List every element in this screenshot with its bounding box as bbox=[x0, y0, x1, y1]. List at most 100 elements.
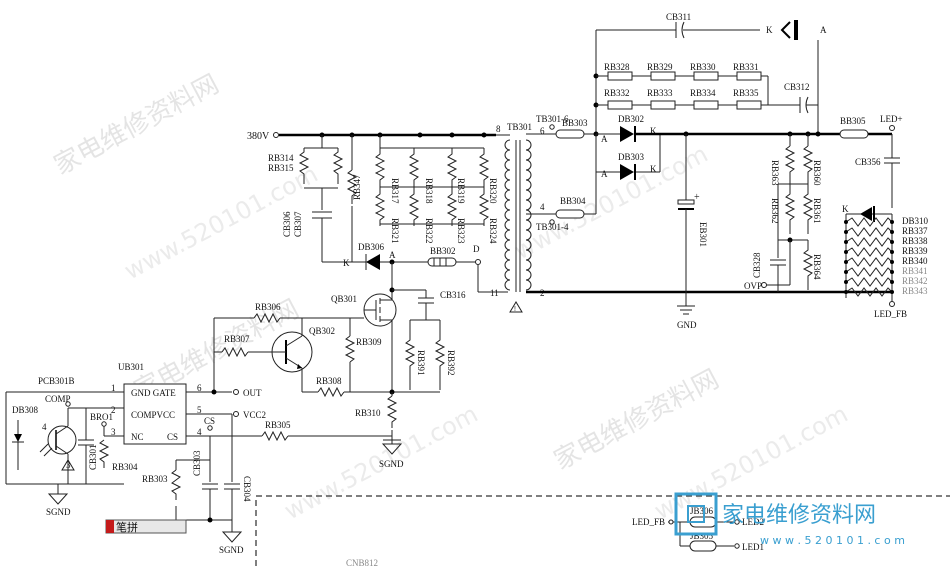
rb329-label: RB329 bbox=[647, 62, 673, 72]
net-vcc2-label: VCC2 bbox=[243, 410, 266, 420]
rb331-label: RB331 bbox=[733, 62, 759, 72]
resistor-rb314-rb315: RB314 RB315 bbox=[268, 135, 344, 210]
db306-a-label: A bbox=[389, 250, 396, 260]
cb311-k-label: K bbox=[766, 25, 773, 35]
bead-bb304: BB304 bbox=[555, 196, 596, 219]
ub301-pin1: 1 bbox=[111, 383, 116, 393]
pcb301b-label: PCB301B bbox=[38, 376, 75, 386]
ub301-pin-gnd-gate: GND GATE bbox=[131, 388, 176, 398]
rb310-label: RB310 bbox=[355, 408, 381, 418]
rb360-label: RB360 bbox=[812, 160, 822, 186]
ub301-pin2: 2 bbox=[111, 405, 116, 415]
led-fb-network: K LED_FB DB310RB337RB338RB339RB340RB341R… bbox=[842, 204, 929, 319]
watermark-cn-3: 家电维修资料网 bbox=[549, 364, 724, 476]
sgnd-label-2: SGND bbox=[379, 459, 404, 469]
qb302-label: QB302 bbox=[309, 326, 335, 336]
led-fb2-label: LED_FB bbox=[632, 517, 665, 527]
tb301-pin8: 8 bbox=[496, 124, 501, 134]
led-string-label: RB342 bbox=[902, 276, 928, 286]
ovp-label: OVP bbox=[744, 281, 762, 291]
led-string-label: RB343 bbox=[902, 286, 928, 296]
cb303-label: CB303 bbox=[192, 450, 202, 476]
ime-text: 笔拼 bbox=[116, 520, 138, 534]
rb333-label: RB333 bbox=[647, 88, 673, 98]
rb323-label: RB323 bbox=[456, 218, 466, 244]
rb317-label: RB317 bbox=[390, 178, 400, 204]
led-string-label: RB340 bbox=[902, 256, 928, 266]
rb332-label: RB332 bbox=[604, 88, 630, 98]
bead-bb302: BB302 D bbox=[427, 244, 508, 293]
ub301-label: UB301 bbox=[118, 362, 144, 372]
ic-ub301: UB301 GND GATE COMPVCC NC CS 1 2 3 6 5 4… bbox=[111, 362, 392, 445]
junction-dot bbox=[417, 132, 423, 138]
cb328-label: CB328 bbox=[752, 252, 762, 278]
tb301-6-label: TB301-6 bbox=[536, 114, 569, 124]
svg-text:+: + bbox=[694, 192, 700, 203]
rb324-label: RB324 bbox=[488, 218, 498, 244]
bb305-label: BB305 bbox=[840, 116, 866, 126]
led1-label: LED1 bbox=[742, 542, 764, 552]
db306-label: DB306 bbox=[358, 242, 385, 252]
sgnd-label-3: SGND bbox=[219, 545, 244, 555]
watermark-cn-1: 家电维修资料网 bbox=[49, 69, 224, 181]
bb304-label: BB304 bbox=[560, 196, 586, 206]
rb319-label: RB319 bbox=[456, 178, 466, 204]
junction-dot bbox=[449, 132, 455, 138]
net-comp-label: COMP bbox=[45, 394, 71, 404]
rb315-label: RB315 bbox=[268, 163, 294, 173]
led-string-label: RB338 bbox=[902, 236, 928, 246]
net-d-label: D bbox=[473, 244, 480, 254]
rb308-label: RB308 bbox=[316, 376, 342, 386]
bb303-label: BB303 bbox=[562, 118, 588, 128]
bead-bb303: BB303 bbox=[555, 118, 596, 139]
mosfet-qb301: QB301 bbox=[331, 262, 397, 392]
gnd-label: GND bbox=[677, 320, 697, 330]
jumper-section: LED_FB LED2 LED1 JB306 JB305 bbox=[632, 506, 764, 552]
input-section: 380V bbox=[247, 131, 496, 142]
rb362-label: RB362 bbox=[770, 198, 780, 224]
db303-a-label: A bbox=[601, 169, 608, 179]
rb334-label: RB334 bbox=[690, 88, 716, 98]
bro1-label: BRO1 bbox=[90, 412, 113, 422]
diode-db306: DB306 K A bbox=[343, 242, 428, 270]
jb306-label: JB306 bbox=[690, 506, 714, 516]
ime-toolbar[interactable]: 笔拼 bbox=[105, 519, 187, 534]
led-k-label: K bbox=[842, 204, 849, 214]
cb301-label: CB301 bbox=[88, 444, 98, 470]
optocoupler-pcb301b: PCB301B DB308 4 3 COMP CB301 BRO1 RB304 bbox=[5, 376, 138, 517]
cnb812-label: CNB812 bbox=[346, 558, 378, 566]
cb316-network: CB316 RB391 RB392 bbox=[392, 289, 466, 393]
rb364-label: RB364 bbox=[812, 254, 822, 280]
opto-pin4: 4 bbox=[42, 422, 47, 432]
net-380v-label: 380V bbox=[247, 131, 270, 142]
cb307-label: CB307 bbox=[293, 211, 303, 237]
qb301-label: QB301 bbox=[331, 294, 357, 304]
jb305-label: JB305 bbox=[690, 531, 714, 541]
tb301-pin11: 11 bbox=[490, 288, 499, 298]
db302-a-label: A bbox=[601, 134, 608, 144]
db303-k-label: K bbox=[650, 164, 657, 174]
ub301-pin-cs: CS bbox=[167, 432, 178, 442]
led-fb-label: LED_FB bbox=[874, 309, 907, 319]
cb304-label: CB304 bbox=[242, 476, 252, 502]
cb356-label: CB356 bbox=[855, 157, 881, 167]
db302-k-label: K bbox=[650, 126, 657, 136]
cb311-label: CB311 bbox=[666, 12, 691, 22]
gnd-symbol: GND bbox=[677, 292, 697, 330]
tb301-pin4: 4 bbox=[540, 202, 545, 212]
rb303-label: RB303 bbox=[142, 474, 168, 484]
rb335-label: RB335 bbox=[733, 88, 759, 98]
diode-db302: A K DB302 bbox=[596, 114, 657, 144]
led-string-label: RB341 bbox=[902, 266, 928, 276]
svg-text:!: ! bbox=[514, 306, 516, 313]
rb391-label: RB391 bbox=[416, 350, 426, 376]
junction-dot bbox=[481, 132, 487, 138]
tb301-label: TB301 bbox=[507, 122, 532, 132]
ovp-divider: OVP RB363 RB360 RB362 RB361 RB364 CB328 bbox=[744, 134, 822, 292]
rb306-label: RB306 bbox=[255, 302, 281, 312]
tb301-4-label: TB301-4 bbox=[536, 222, 569, 232]
rb309-label: RB309 bbox=[356, 337, 382, 347]
cb312-label: CB312 bbox=[784, 82, 810, 92]
rb363-label: RB363 bbox=[770, 160, 780, 186]
db308-label: DB308 bbox=[12, 405, 39, 415]
